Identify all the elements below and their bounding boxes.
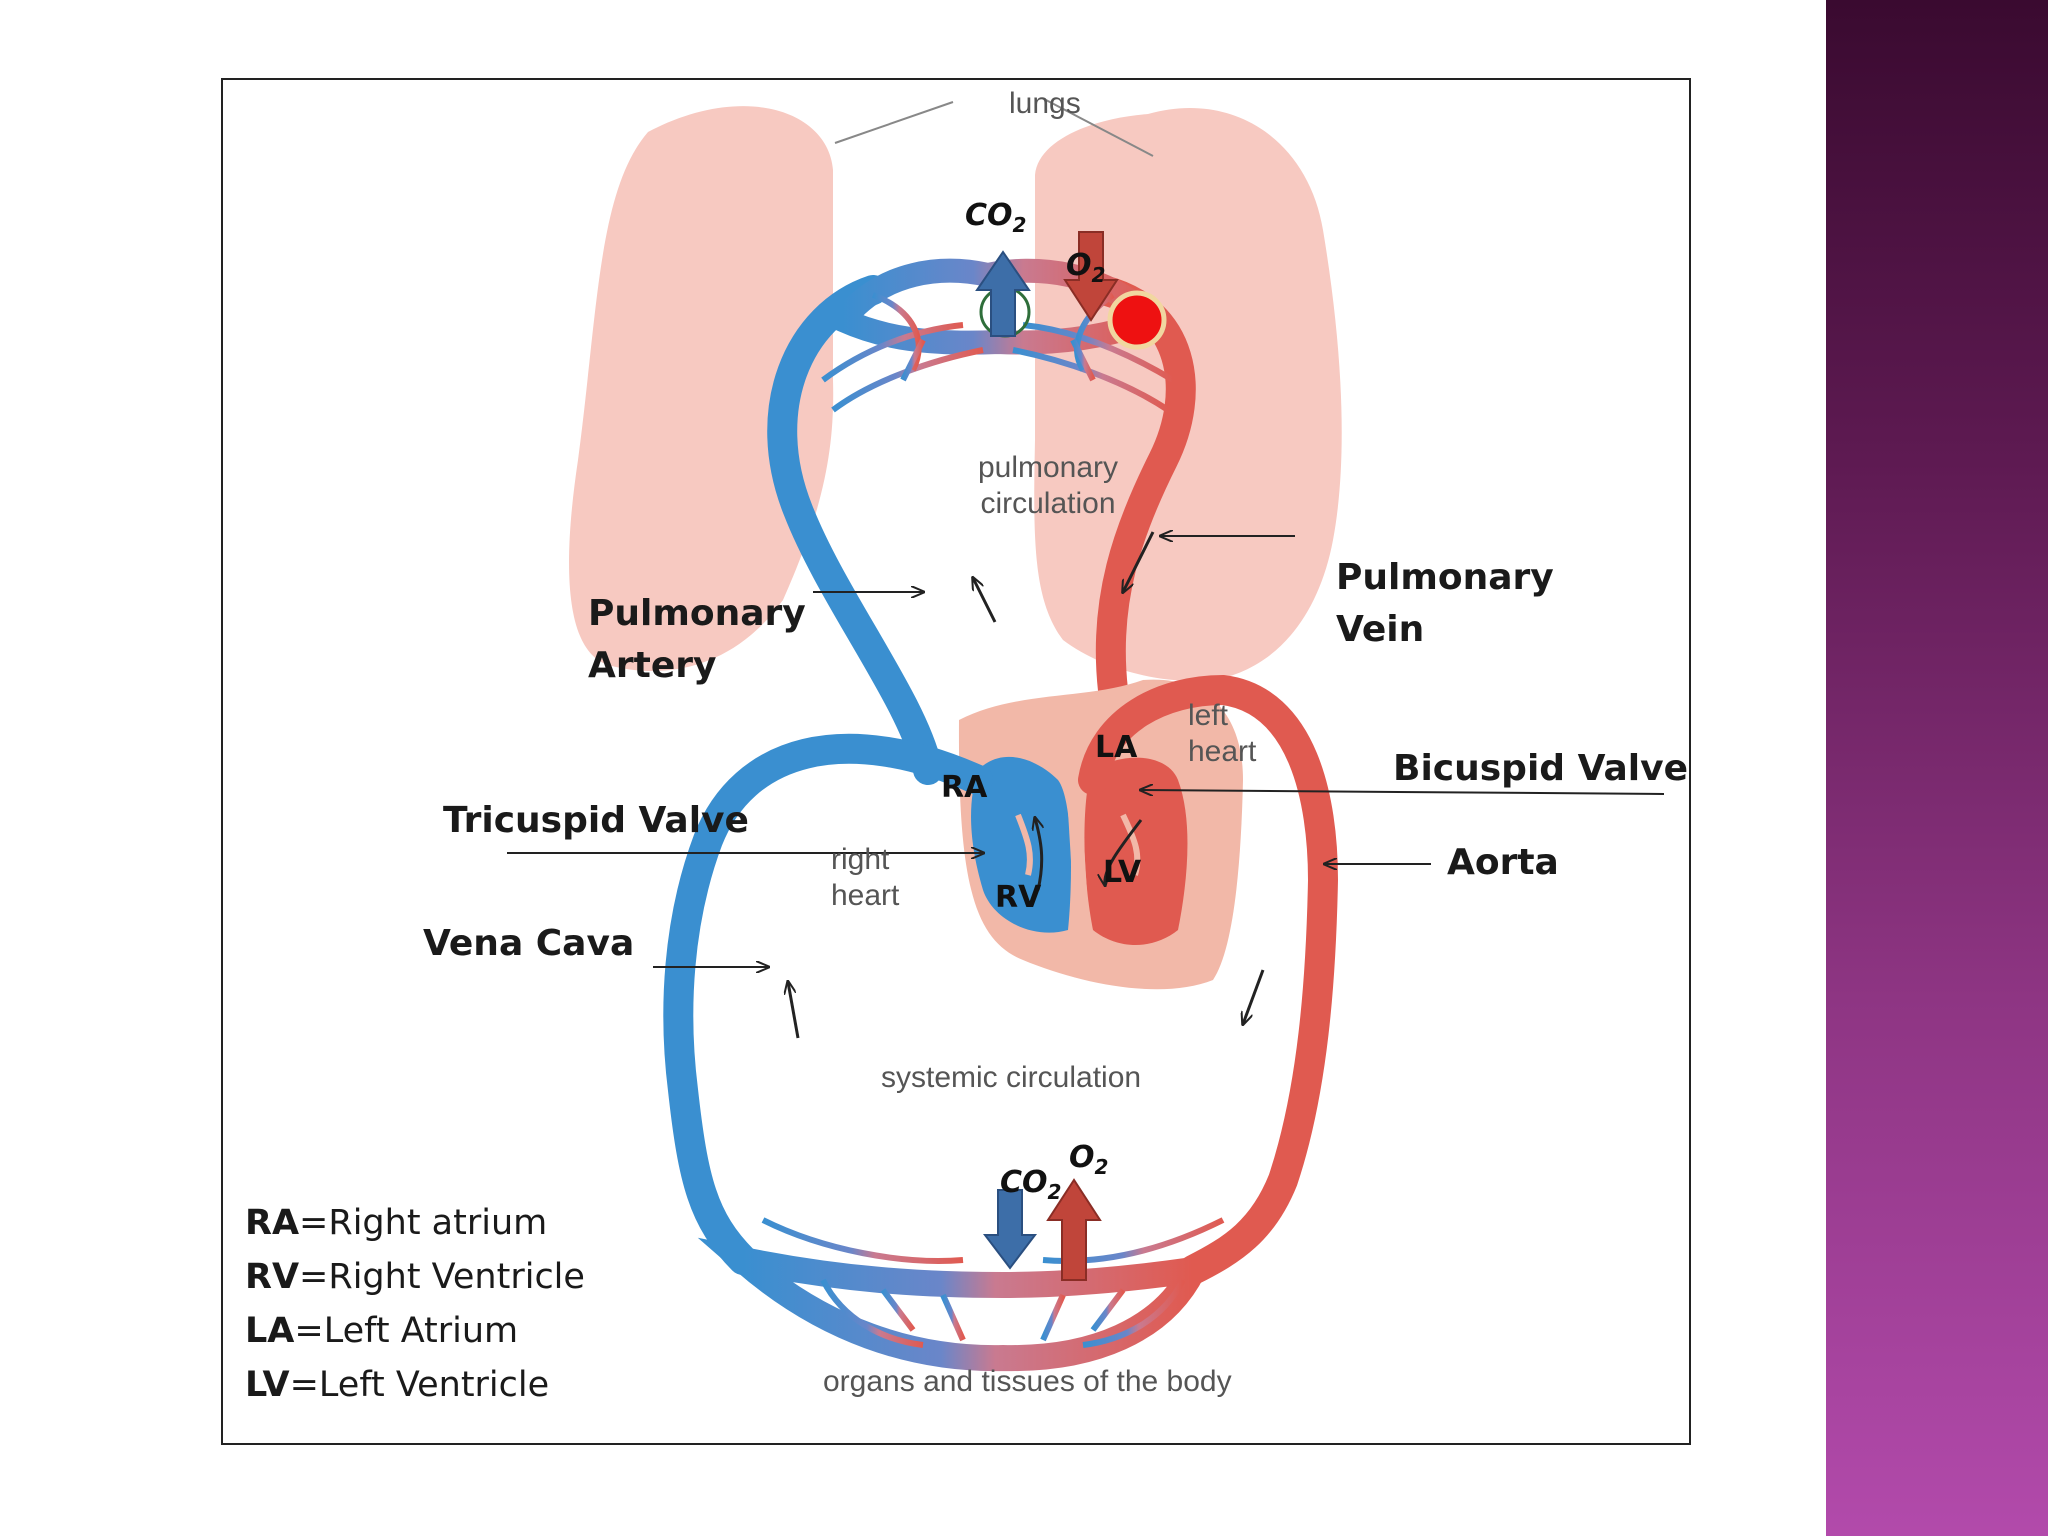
legend-abbr-rv: RV [245,1257,300,1297]
co2-label-body-base: CO [1000,1165,1048,1200]
legend-row-rv: RV=Right Ventricle [245,1250,585,1304]
legend-row-lv: LV=Left Ventricle [245,1358,585,1412]
o2-label-body-sub: 2 [1094,1155,1109,1179]
flow-arrow-pulmonary-up [973,578,997,623]
callout-bicuspid-valve: Bicuspid Valve [1393,748,1688,789]
co2-label-lungs-sub: 2 [1012,213,1027,237]
co2-label-lungs-base: CO [965,198,1013,233]
right-heart-line2: heart [831,879,900,912]
chamber-label-lv: LV [1103,855,1142,890]
flow-arrow-systemic-down [1243,969,1265,1024]
callout-pulmonary-vein-line2: Vein [1336,609,1425,650]
pulmonary-circulation-line2: circulation [980,487,1116,520]
o2-label-lungs: O2 [1066,248,1105,287]
callout-vena-cava: Vena Cava [423,923,635,964]
chamber-label-rv: RV [995,880,1042,915]
body-capillaries [697,1237,1216,1372]
flow-arrow-rv-up [1035,818,1042,891]
legend-row-ra: RA=Right atrium [245,1196,585,1250]
chamber-label-la: LA [1095,730,1138,765]
o2-bubble-lungs [1107,290,1167,350]
o2-out-arrow-body [1046,1178,1102,1281]
pointer-bicuspid-valve [1141,790,1665,794]
lungs-label: lungs [1009,87,1081,120]
flow-arrow-systemic-up [788,982,800,1039]
callout-pulmonary-artery-line2: Artery [588,645,717,686]
diagram-frame: lungs pulmonary circulation left heart r… [221,78,1691,1445]
lungs-pointer-left [834,101,954,144]
legend-text-rv: =Right Ventricle [299,1257,585,1297]
left-heart-label: left heart [1188,698,1288,770]
legend-text-ra: =Right atrium [299,1203,548,1243]
flow-arrow-la-lv [1105,819,1143,885]
o2-in-arrow [1063,231,1119,322]
co2-label-lungs: CO2 [965,198,1026,237]
pulmonary-circulation-line1: pulmonary [977,451,1119,484]
right-heart-line1: right [831,843,890,876]
callout-pulmonary-vein-line1: Pulmonary [1336,557,1554,598]
legend-text-la: =Left Atrium [294,1311,519,1351]
o2-label-lungs-sub: 2 [1091,263,1106,287]
tricuspid-valve-flap [1015,813,1033,876]
flow-arrow-pulmonary-down [1123,531,1155,592]
pulmonary-artery-vessel [767,275,943,785]
legend-abbr-la: LA [245,1311,295,1351]
callout-pulmonary-vein: Pulmonary Vein [1336,552,1554,656]
pulmonary-circulation-label: pulmonary circulation [963,450,1133,522]
systemic-circulation-label: systemic circulation [881,1061,1142,1094]
organs-tissues-label: organs and tissues of the body [823,1365,1232,1398]
callout-aorta: Aorta [1447,842,1559,883]
circulation-diagram [507,99,1665,1372]
co2-label-body-sub: 2 [1047,1180,1062,1204]
o2-label-lungs-base: O [1066,248,1092,283]
callout-pulmonary-artery: Pulmonary Artery [588,588,806,692]
co2-label-body: CO2 [1000,1165,1061,1204]
left-heart-line2: heart [1188,735,1257,768]
left-lung [569,106,834,672]
co2-in-arrow-body [982,1189,1038,1270]
decorative-side-band [1826,0,2048,1536]
callout-tricuspid-valve: Tricuspid Valve [443,800,749,841]
legend-abbr-lv: LV [245,1365,290,1405]
left-heart-line1: left [1188,699,1229,732]
o2-label-body-base: O [1069,1140,1095,1175]
co2-out-arrow [975,250,1031,337]
lungs-pointer-right [1045,99,1154,157]
legend-text-lv: =Left Ventricle [289,1365,550,1405]
abbreviation-legend: RA=Right atrium RV=Right Ventricle LA=Le… [245,1196,585,1412]
vena-cava-vessel [663,733,993,1275]
legend-abbr-ra: RA [245,1203,300,1243]
callout-pulmonary-artery-line1: Pulmonary [588,593,806,634]
legend-row-la: LA=Left Atrium [245,1304,585,1358]
bicuspid-valve-flap [1120,813,1141,876]
chamber-label-ra: RA [941,770,988,805]
o2-label-body: O2 [1069,1140,1108,1179]
right-heart-chamber [971,756,1071,933]
right-heart-label: right heart [831,842,931,914]
aorta-vessel [1078,674,1339,1285]
